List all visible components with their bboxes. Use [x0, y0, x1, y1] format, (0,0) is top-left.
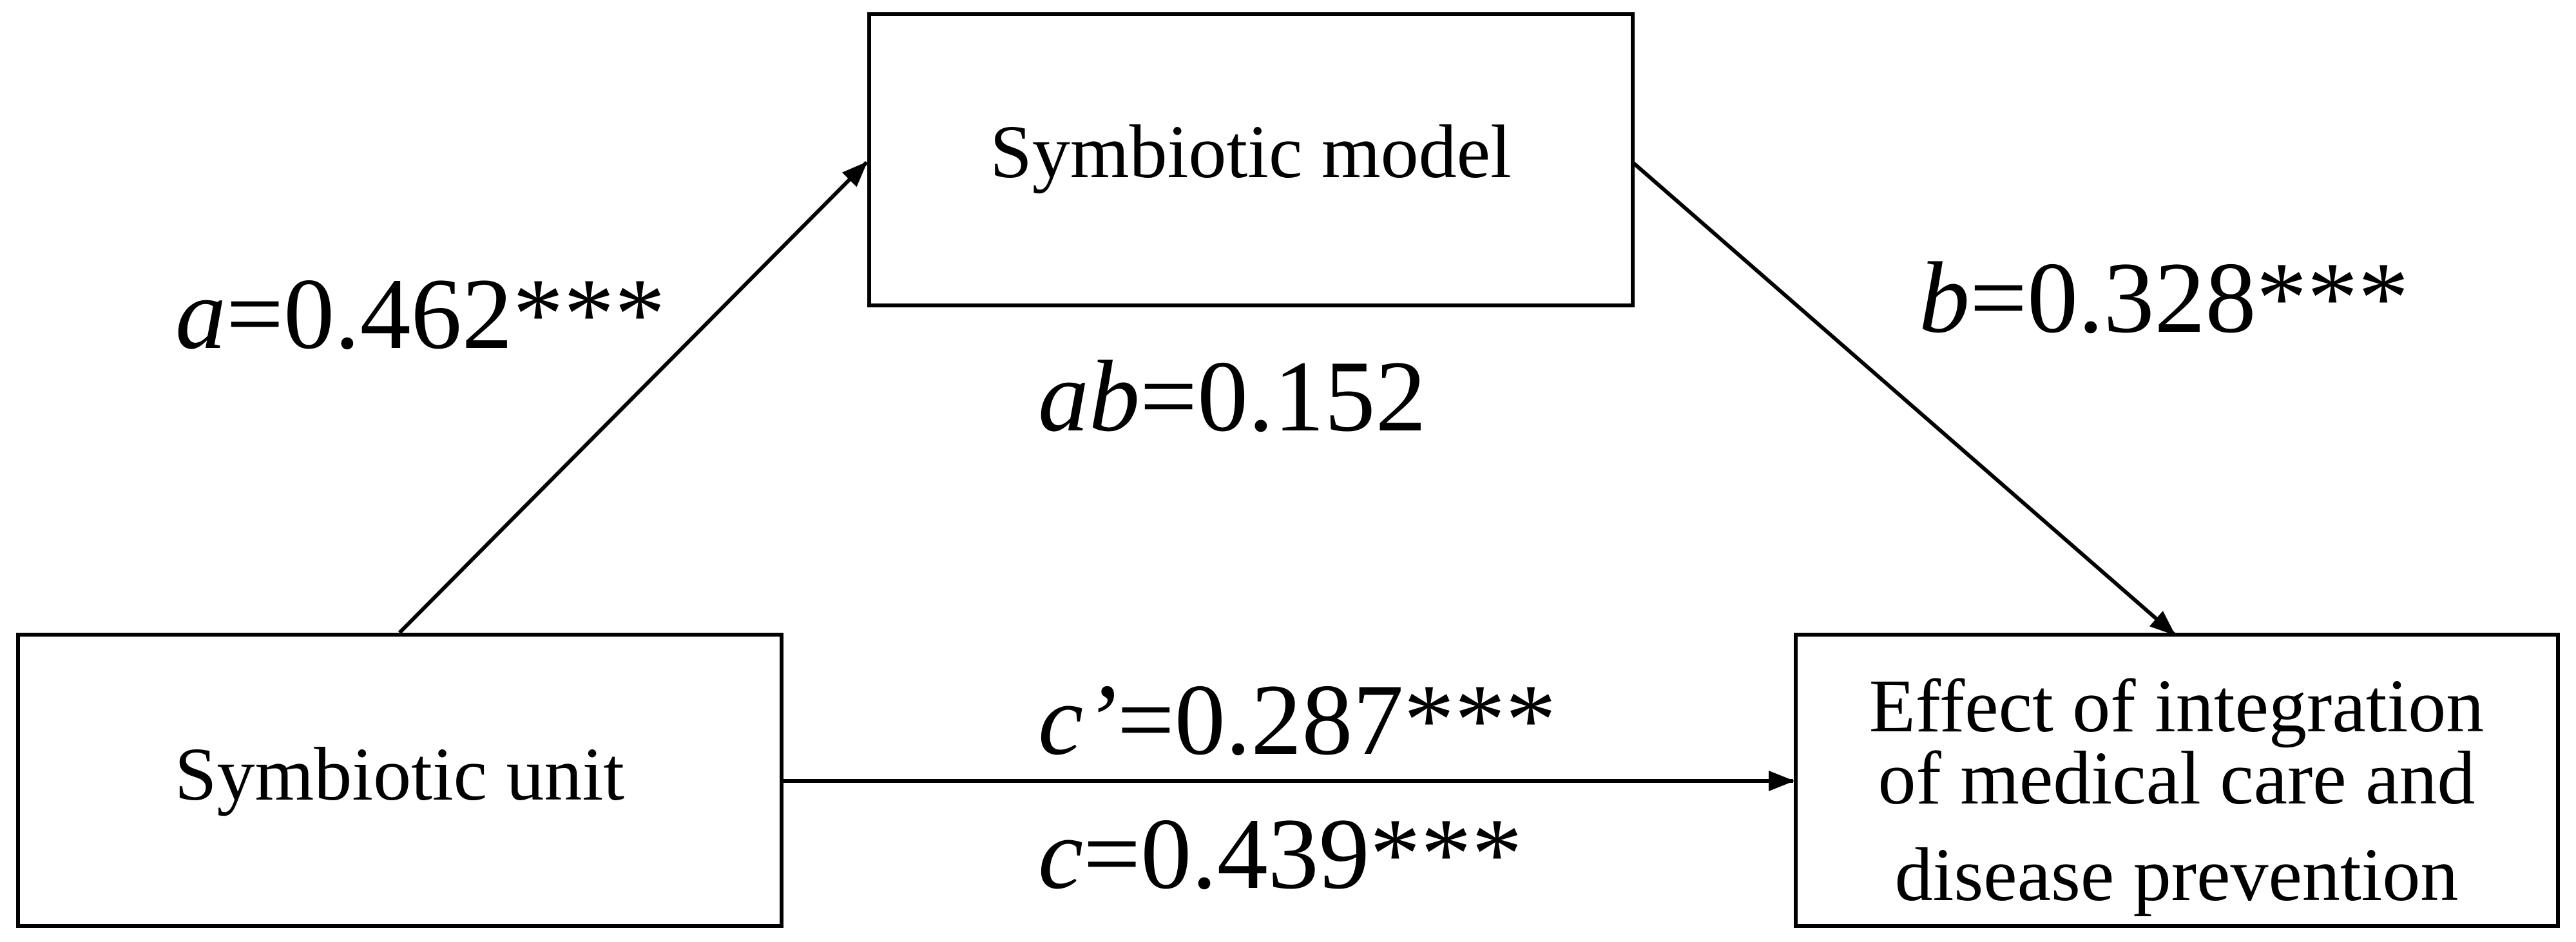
path-b-label: b=0.328***: [1919, 242, 2409, 354]
path-c-prime-value: =0.287***: [1117, 664, 1557, 776]
path-a-symbol: a: [175, 258, 226, 370]
path-ab-value: =0.152: [1140, 340, 1427, 453]
path-b-value: =0.328***: [1970, 242, 2409, 354]
path-ab-label: ab=0.152: [1038, 340, 1427, 453]
path-c-prime-label: c’=0.287***: [1038, 664, 1556, 776]
outcome-node: Effect of integration of medical care an…: [1794, 633, 2560, 928]
outcome-label-line-1: Effect of integration: [1869, 664, 2485, 748]
path-c-prime-symbol: c’: [1038, 664, 1117, 776]
mediator-box: [867, 12, 1635, 307]
arrow-a-predictor-to-mediator: [398, 160, 869, 635]
arrow-b-mediator-to-outcome: [1631, 160, 2176, 637]
path-b-symbol: b: [1919, 242, 1970, 354]
outcome-box: [1794, 633, 2560, 928]
predictor-label: Symbiotic unit: [175, 732, 624, 816]
path-c-value: =0.439***: [1083, 798, 1523, 910]
mediator-node: Symbiotic model: [867, 12, 1635, 307]
path-c-label: c=0.439***: [1038, 798, 1523, 910]
path-a-label: a=0.462***: [175, 258, 666, 370]
predictor-node: Symbiotic unit: [16, 633, 783, 928]
path-c-symbol: c: [1038, 798, 1083, 910]
predictor-box: [16, 633, 783, 928]
outcome-label-line-3: disease prevention: [1895, 832, 2459, 917]
path-a-value: =0.462***: [226, 258, 666, 370]
mediator-label: Symbiotic model: [990, 110, 1512, 194]
path-ab-symbol: ab: [1038, 340, 1140, 453]
outcome-label-line-2: of medical care and: [1878, 736, 2475, 820]
